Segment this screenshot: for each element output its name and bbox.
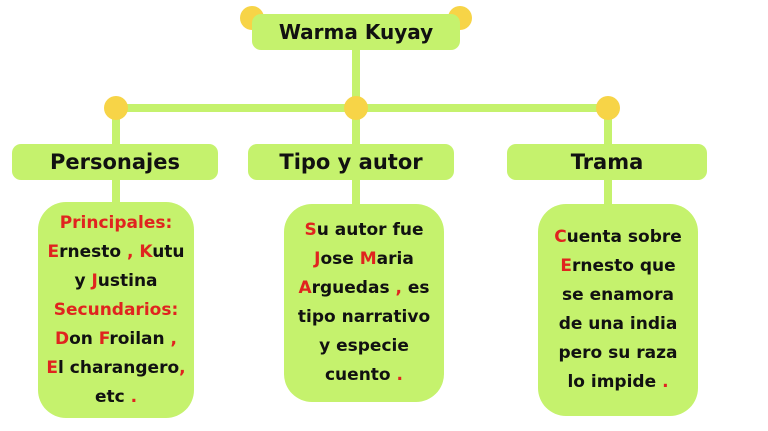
body-text: uenta sobre	[566, 227, 682, 247]
accent-text: S	[304, 220, 317, 240]
content-line: y Justina	[38, 267, 194, 296]
body-text: de una india	[558, 314, 678, 334]
content-line: Arguedas , es	[284, 274, 444, 303]
content-line: tipo narrativo	[284, 303, 444, 332]
content-line: El charangero,	[38, 354, 194, 383]
branch-heading-personajes: Personajes	[12, 144, 218, 180]
body-text: y especie	[319, 336, 409, 356]
content-line: Jose Maria	[284, 245, 444, 274]
body-text: lo impide	[567, 372, 663, 392]
node-dot-center	[344, 96, 368, 120]
diagram-title: Warma Kuyay	[252, 14, 460, 50]
body-text: aria	[376, 249, 414, 269]
body-text: ustina	[97, 270, 158, 291]
body-text: rnesto	[59, 241, 127, 262]
accent-text: F	[98, 328, 110, 349]
content-line: Secundarios:	[38, 296, 194, 325]
content-line: Cuenta sobre	[538, 223, 698, 252]
content-line: cuento .	[284, 361, 444, 390]
accent-text: E	[46, 357, 59, 378]
content-line: lo impide .	[538, 368, 698, 397]
accent-text: .	[130, 386, 138, 407]
accent-text: C	[554, 227, 567, 247]
branch-heading-tipo-y-autor: Tipo y autor	[248, 144, 454, 180]
accent-text: E	[560, 256, 572, 276]
content-line: Ernesto que	[538, 252, 698, 281]
content-line: Principales:	[38, 209, 194, 238]
accent-text: M	[359, 249, 377, 269]
accent-text: .	[662, 372, 669, 392]
body-text: es	[401, 278, 430, 298]
body-text: pero su raza	[558, 343, 678, 363]
accent-text: E	[47, 241, 60, 262]
content-line: Su autor fue	[284, 216, 444, 245]
accent-text: A	[298, 278, 312, 298]
body-text: utu	[152, 241, 185, 262]
body-text: ose	[320, 249, 360, 269]
content-line: pero su raza	[538, 339, 698, 368]
accent-text: Principales:	[59, 212, 173, 233]
accent-text: ,	[395, 278, 402, 298]
content-line: se enamora	[538, 281, 698, 310]
content-line: Don Froilan ,	[38, 325, 194, 354]
content-line: de una india	[538, 310, 698, 339]
body-text: l charangero	[58, 357, 180, 378]
body-text: roilan	[109, 328, 171, 349]
body-text: u autor fue	[316, 220, 424, 240]
accent-text: J	[91, 270, 98, 291]
content-line: Ernesto , Kutu	[38, 238, 194, 267]
body-text: etc	[94, 386, 131, 407]
node-dot-right	[596, 96, 620, 120]
accent-text: .	[396, 365, 403, 385]
body-text: tipo narrativo	[297, 307, 431, 327]
accent-text: ,	[126, 241, 140, 262]
accent-text: ,	[170, 328, 178, 349]
content-line: etc .	[38, 383, 194, 412]
body-text: se enamora	[562, 285, 674, 305]
accent-text: K	[139, 241, 153, 262]
body-text: rguedas	[311, 278, 396, 298]
body-text: y	[74, 270, 92, 291]
accent-text: Secundarios:	[53, 299, 179, 320]
accent-text: ,	[179, 357, 186, 378]
node-dot-left	[104, 96, 128, 120]
body-text: cuento	[324, 365, 397, 385]
accent-text: J	[314, 249, 321, 269]
body-text: on	[69, 328, 99, 349]
content-line: y especie	[284, 332, 444, 361]
accent-text: D	[54, 328, 70, 349]
body-text: rnesto que	[571, 256, 676, 276]
branch-heading-trama: Trama	[507, 144, 707, 180]
